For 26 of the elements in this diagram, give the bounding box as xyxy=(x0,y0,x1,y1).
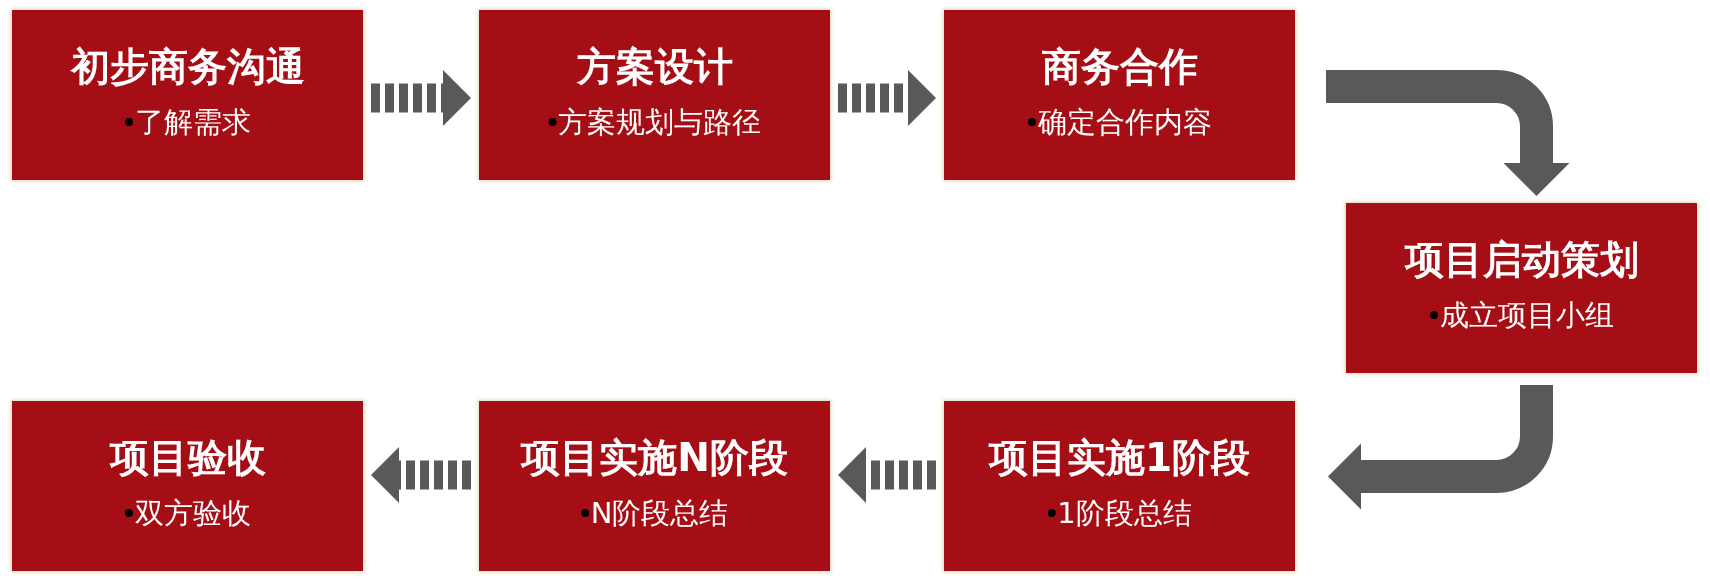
step-detail: N阶段总结 xyxy=(590,495,729,531)
process-box xyxy=(944,10,1295,180)
step-title: 商务合作 xyxy=(1041,44,1198,90)
process-box xyxy=(479,401,830,571)
process-box xyxy=(944,401,1295,571)
process-box xyxy=(1346,203,1697,373)
striped-arrow xyxy=(371,447,471,503)
step-detail: 1阶段总结 xyxy=(1057,495,1192,531)
process-box xyxy=(12,401,363,571)
step-title: 项目实施1阶段 xyxy=(988,435,1251,481)
striped-arrow xyxy=(371,70,471,126)
step-detail: 成立项目小组 xyxy=(1439,297,1614,333)
step-title: 项目验收 xyxy=(109,435,266,481)
step-detail: 方案规划与路径 xyxy=(558,104,761,140)
step-title: 初步商务沟通 xyxy=(70,44,305,90)
striped-arrow xyxy=(838,70,936,126)
step-detail: 确定合作内容 xyxy=(1037,104,1212,140)
step-detail: 了解需求 xyxy=(134,104,251,140)
step-title: 项目实施N阶段 xyxy=(521,435,788,481)
process-box xyxy=(12,10,363,180)
process-box xyxy=(479,10,830,180)
step-title: 项目启动策划 xyxy=(1404,237,1639,283)
step-detail: 双方验收 xyxy=(134,495,251,531)
step-title: 方案设计 xyxy=(576,44,733,90)
bent-arrow xyxy=(1326,70,1570,196)
striped-arrow xyxy=(838,447,936,503)
